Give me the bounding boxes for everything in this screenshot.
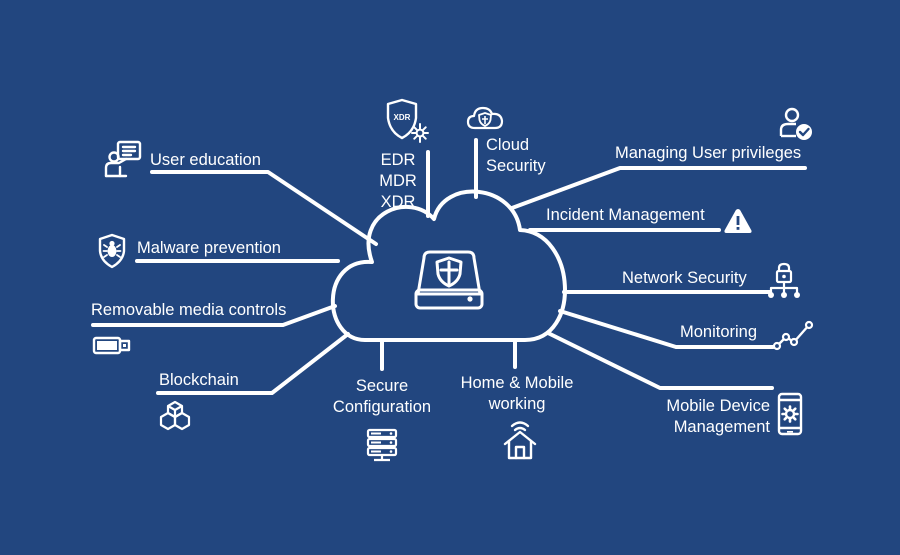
connector-removable-media bbox=[91, 304, 337, 327]
xdr-badge-text: XDR bbox=[394, 113, 411, 122]
cloud-shield-server-icon bbox=[414, 250, 484, 312]
server-stack-icon bbox=[365, 428, 399, 462]
label-user-education: User education bbox=[150, 151, 261, 169]
phone-gear-icon bbox=[777, 392, 803, 436]
label-mobile-device: Mobile Device Management bbox=[666, 397, 770, 436]
network-lock-icon bbox=[766, 262, 802, 300]
connector-mobile-device bbox=[546, 331, 774, 390]
label-edr: EDR MDR XDR bbox=[379, 151, 417, 211]
label-secure-configuration: Secure Configuration bbox=[332, 377, 432, 416]
label-blockchain: Blockchain bbox=[159, 371, 239, 389]
line-graph-icon bbox=[772, 320, 814, 351]
connector-blockchain bbox=[156, 332, 350, 395]
usb-drive-icon bbox=[92, 335, 132, 357]
teacher-board-icon bbox=[104, 140, 144, 178]
warning-triangle-icon bbox=[723, 207, 753, 235]
label-removable-media: Removable media controls bbox=[91, 301, 287, 319]
user-check-icon bbox=[778, 106, 814, 142]
label-home-mobile: Home & Mobile working bbox=[460, 374, 574, 413]
label-incident-management: Incident Management bbox=[546, 206, 705, 224]
wifi-home-icon bbox=[502, 418, 538, 460]
connector-user-education bbox=[150, 170, 378, 246]
blockchain-cubes-icon bbox=[159, 400, 191, 431]
cloud-shield-icon bbox=[466, 104, 504, 132]
label-network-security: Network Security bbox=[622, 269, 747, 287]
xdr-shield-icon: XDR bbox=[384, 98, 430, 144]
label-cloud-security: Cloud Security bbox=[486, 136, 546, 175]
bug-shield-icon bbox=[97, 233, 127, 269]
central-cloud bbox=[330, 189, 567, 342]
label-monitoring: Monitoring bbox=[680, 323, 758, 341]
connector-monitoring bbox=[558, 309, 775, 349]
label-malware-prevention: Malware prevention bbox=[137, 239, 281, 257]
connector-user-privileges bbox=[510, 166, 807, 210]
label-user-privileges: Managing User privileges bbox=[615, 144, 802, 162]
